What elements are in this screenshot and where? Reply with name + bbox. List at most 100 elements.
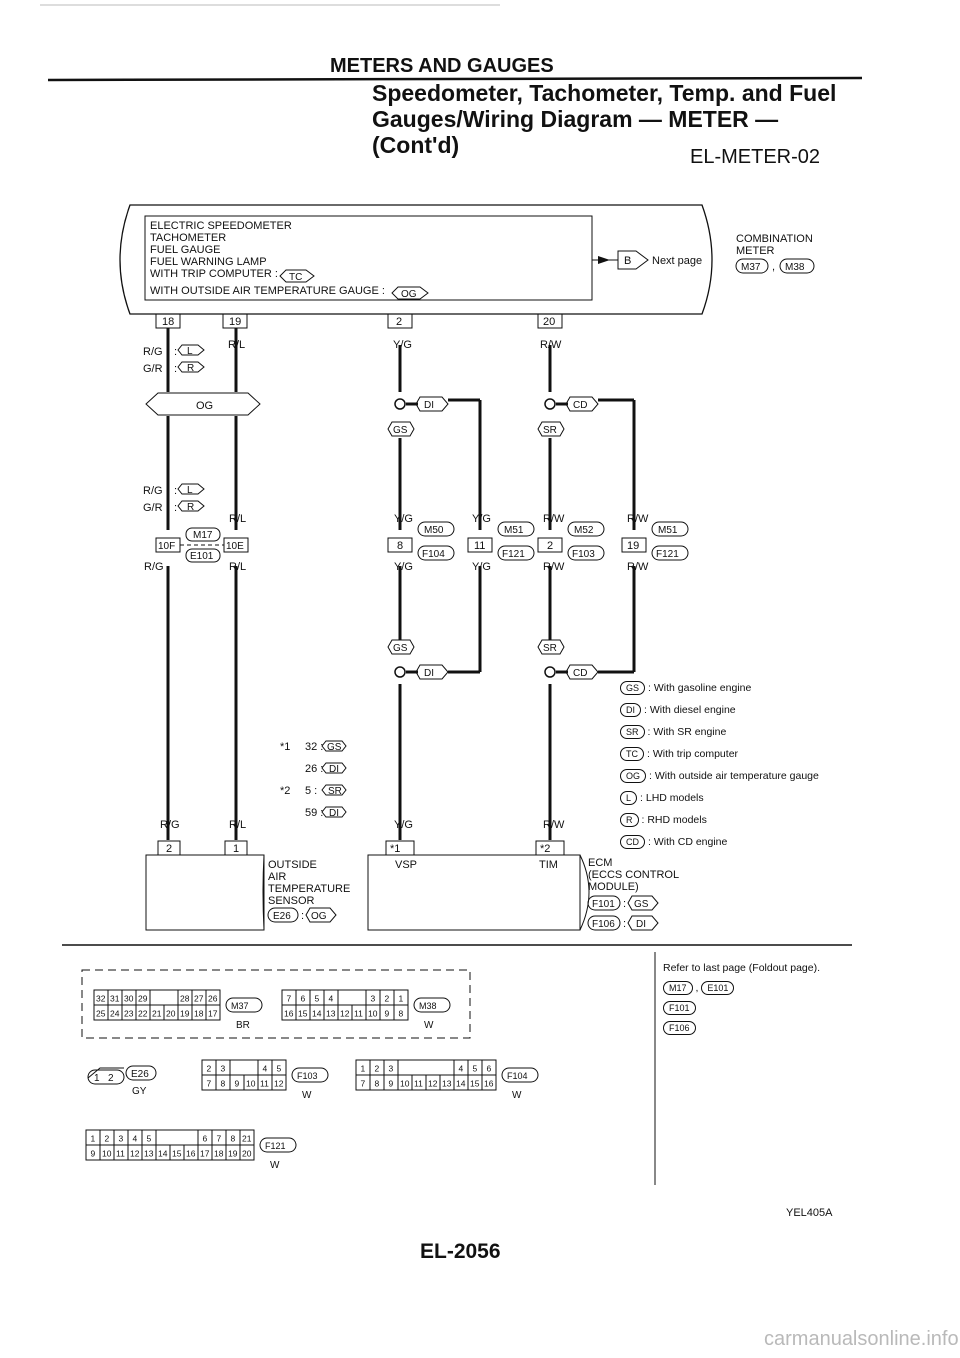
legend-tag: R (620, 813, 639, 827)
pin-label: 25 (96, 1009, 106, 1019)
pin-label: 23 (124, 1009, 134, 1019)
pin-label: 1 (233, 843, 239, 855)
legend-item: R: RHD models (620, 813, 707, 827)
pin-label: 24 (110, 1009, 120, 1019)
pin-label: 2 (207, 1064, 212, 1074)
pin-label: 9 (389, 1079, 394, 1089)
wire-color: R/W (543, 513, 565, 525)
pin-label: 29 (138, 994, 148, 1004)
connector-view-e26: 1 2 E26 GY (87, 1065, 157, 1097)
ecm-label: MODULE) (588, 881, 639, 893)
pin-label: 8 (231, 1134, 236, 1144)
pin-label: 14 (158, 1149, 168, 1159)
diagram-code: EL-METER-02 (690, 146, 821, 168)
pin-label: 10 (400, 1079, 410, 1089)
pin-label: 19 (228, 1149, 238, 1159)
pin-label: 2 (396, 316, 402, 328)
connector-color: W (512, 1090, 522, 1101)
legend-text: : With trip computer (647, 748, 739, 760)
ecm-label: ECM (588, 857, 612, 869)
pin-label: 2 (105, 1134, 110, 1144)
tag-l: L (187, 485, 193, 496)
tag-l: L (187, 346, 193, 357)
pin-label: 18 (194, 1009, 204, 1019)
pin-label: 5 (315, 994, 320, 1004)
pin-label: 1 (399, 994, 404, 1004)
tag-gs: GS (393, 643, 408, 654)
pin-label: 8 (375, 1079, 380, 1089)
connector-color: W (302, 1090, 312, 1101)
pin-label: 4 (263, 1064, 268, 1074)
tag-cd: CD (573, 400, 587, 411)
pin-label: 11 (414, 1079, 423, 1089)
connector-color: GY (132, 1086, 147, 1097)
pin-label: 27 (194, 994, 204, 1004)
pin-label: 4 (329, 994, 334, 1004)
refer-note: Refer to last page (Foldout page). M17, … (663, 958, 820, 1038)
pin-label: 3 (389, 1064, 394, 1074)
svg-text::: : (174, 502, 177, 514)
connector-name-oval (291, 1067, 329, 1083)
refer-text: Refer to last page (Foldout page). (663, 962, 821, 974)
legend-text: : With CD engine (648, 836, 728, 848)
wire-color: R/G (143, 485, 163, 497)
pin-label: 12 (130, 1149, 140, 1159)
connector-m37: M37 (741, 262, 761, 273)
star-pin: 32 : (305, 741, 323, 753)
legend-item: OG: With outside air temperature gauge (620, 769, 819, 783)
sensor-label: TEMPERATURE (268, 883, 350, 895)
meter-name: COMBINATION (736, 233, 813, 245)
pin-label: 15 (470, 1079, 480, 1089)
legend-tag: L (620, 791, 638, 805)
og-banner (145, 392, 261, 416)
meter-line: WITH TRIP COMPUTER : (150, 268, 278, 280)
pin-label: 15 (298, 1009, 308, 1019)
refer-connector: F101 (663, 1001, 696, 1015)
refer-connector: F106 (663, 1021, 696, 1035)
tag-r: R (187, 502, 194, 513)
pin-label: 9 (91, 1149, 96, 1159)
meter-line: ELECTRIC SPEEDOMETER (150, 220, 292, 232)
pin-label: 17 (200, 1149, 210, 1159)
pin-label: 9 (385, 1009, 390, 1019)
pin-label: 7 (287, 994, 292, 1004)
pin-label: 6 (301, 994, 306, 1004)
connector-name-oval (259, 1137, 297, 1153)
pin-label: 2 (166, 843, 172, 855)
pin-label: 14 (312, 1009, 322, 1019)
legend-tag: CD (620, 835, 645, 849)
pin-label: 10 (246, 1079, 256, 1089)
tag-di: DI (329, 764, 339, 775)
wire-color: R/W (543, 561, 565, 573)
refer-connector: M17 (663, 981, 693, 995)
meter-line: FUEL WARNING LAMP (150, 256, 267, 268)
wire-color: G/R (143, 502, 163, 514)
pin-label: 22 (138, 1009, 148, 1019)
svg-text:,: , (772, 261, 775, 273)
pin-label: 11 (260, 1079, 269, 1089)
wire-color: R/W (627, 513, 649, 525)
ecm: *1 *2 VSP TIM ECM (ECCS CONTROL MODULE) … (367, 840, 679, 931)
pin-label: 18 (162, 316, 174, 328)
connector-color: W (270, 1160, 280, 1171)
pin-label: 18 (214, 1149, 224, 1159)
pin-label: 20 (166, 1009, 176, 1019)
legend-tag: GS (620, 681, 646, 695)
wire-color: R/L (229, 561, 246, 573)
pin-label: 17 (208, 1009, 218, 1019)
svg-text::: : (174, 346, 177, 358)
pin-label: 8 (221, 1079, 226, 1089)
connector-name: M38 (419, 1001, 437, 1011)
connector-name-oval (501, 1067, 539, 1083)
wire-color: R/W (540, 339, 562, 351)
connector-m52: M52 (574, 525, 594, 536)
pin-label: 30 (124, 994, 134, 1004)
vsp-label: VSP (395, 859, 417, 871)
pin-label: 7 (207, 1079, 212, 1089)
legend-text: : With gasoline engine (648, 682, 752, 694)
pin-label: 5 (473, 1064, 478, 1074)
